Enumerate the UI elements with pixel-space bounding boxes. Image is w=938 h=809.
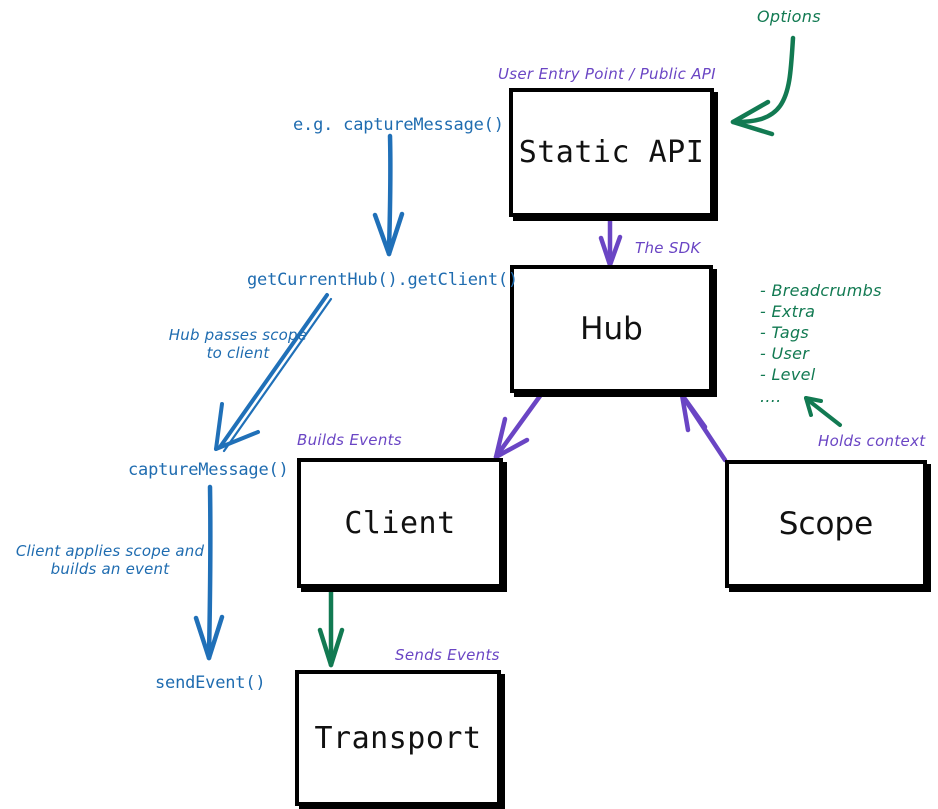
label-send-event: sendEvent() — [155, 673, 266, 693]
node-scope[interactable]: Scope — [725, 460, 927, 588]
node-static-api-label: Static API — [518, 135, 705, 170]
note-client-applies-scope: Client applies scope and builds an event — [10, 542, 210, 578]
edge-scope-to-hub-arrow — [679, 392, 728, 463]
node-transport[interactable]: Transport — [295, 670, 501, 806]
node-transport-label: Transport — [314, 720, 482, 756]
node-hub-label: Hub — [580, 311, 643, 347]
annotation-user-entry-point: User Entry Point / Public API — [498, 65, 716, 83]
context-list-item: - Tags — [760, 323, 810, 343]
node-client-label: Client — [344, 505, 456, 541]
scope-context-list: - Breadcrumbs - Extra - Tags - User - Le… — [760, 280, 882, 407]
annotation-sends-events: Sends Events — [395, 646, 500, 664]
edge-options-to-static-api-arrow — [730, 35, 796, 137]
node-scope-label: Scope — [778, 506, 874, 542]
context-list-item: - Extra — [760, 302, 816, 322]
edge-hub-to-client-arrow — [493, 393, 543, 460]
note-client-applies-scope-line2: builds an event — [50, 559, 170, 578]
label-get-current-hub-get-client: getCurrentHub().getClient() — [247, 270, 518, 290]
context-list-item: .... — [760, 386, 782, 406]
context-list-item: - User — [760, 344, 810, 364]
note-hub-passes-scope-line2: to client — [206, 343, 270, 362]
edge-static-api-to-hub-arrow — [598, 216, 623, 268]
edge-capture-message-example-arrow — [372, 133, 405, 257]
note-client-applies-scope-line1: Client applies scope and — [15, 542, 205, 560]
note-hub-passes-scope-line1: Hub passes scope — [168, 326, 308, 344]
edge-hub-passes-scope-arrow — [214, 293, 333, 453]
context-list-item: - Level — [760, 365, 816, 385]
note-hub-passes-scope: Hub passes scope to client — [163, 326, 313, 362]
label-capture-message: captureMessage() — [128, 460, 289, 480]
context-list-item: - Breadcrumbs — [760, 281, 882, 300]
edge-client-to-transport-arrow — [317, 589, 345, 668]
node-static-api[interactable]: Static API — [509, 88, 714, 217]
label-capture-message-example: e.g. captureMessage() — [293, 115, 504, 135]
node-hub[interactable]: Hub — [510, 265, 713, 393]
annotation-holds-context: Holds context — [818, 432, 926, 450]
node-client[interactable]: Client — [297, 458, 503, 588]
annotation-options: Options — [757, 7, 821, 26]
annotation-the-sdk: The SDK — [635, 239, 701, 257]
annotation-builds-events: Builds Events — [297, 431, 402, 449]
